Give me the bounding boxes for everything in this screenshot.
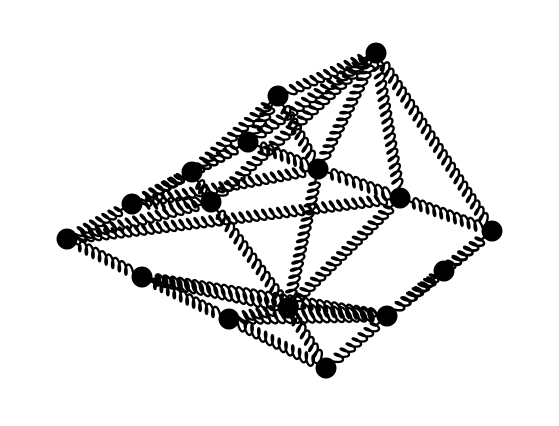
mass-m2 — [267, 85, 289, 107]
mass-m5 — [307, 158, 329, 180]
spring-m7-m9 — [65, 200, 213, 242]
spring-m9-m12 — [65, 237, 144, 279]
spring-m8-m11 — [286, 196, 402, 310]
spring-m1-m10 — [374, 51, 494, 233]
mass-m6 — [121, 193, 143, 215]
mass-m11 — [277, 297, 299, 319]
mass-m9 — [56, 228, 78, 250]
mass-m4 — [181, 161, 203, 183]
spring-m12-m14 — [140, 273, 389, 320]
springs-layer — [65, 51, 494, 370]
spring-m7-m11 — [209, 200, 290, 310]
mass-m14 — [376, 305, 398, 327]
mass-m12 — [131, 266, 153, 288]
spring-m15-m16 — [227, 317, 328, 370]
spring-m8-m10 — [398, 196, 494, 233]
spring-m1-m8 — [372, 51, 404, 200]
spring-m5-m11 — [285, 167, 321, 310]
spring-m1-m5 — [316, 51, 378, 171]
spring-m5-m6 — [130, 165, 320, 208]
spring-m6-m7 — [130, 196, 213, 210]
mass-m7 — [200, 191, 222, 213]
spring-m6-m9 — [65, 202, 134, 241]
spring-m2-m5 — [276, 94, 320, 171]
spring-m12-m17 — [140, 275, 231, 321]
spring-m11-m15 — [286, 306, 328, 370]
mass-m10 — [481, 220, 503, 242]
mass-m3 — [237, 131, 259, 153]
spring-m5-m8 — [316, 167, 402, 200]
spring-m14-m15 — [324, 314, 389, 370]
masses-layer — [56, 42, 503, 379]
spring-m14-m16 — [227, 309, 389, 326]
mass-m8 — [389, 187, 411, 209]
spring-m8-m9 — [65, 193, 402, 244]
spring-m13-m14 — [385, 269, 446, 318]
mass-m15 — [315, 357, 337, 379]
spring-m1-m3 — [246, 51, 378, 144]
mass-m1 — [365, 42, 387, 64]
mass-m16 — [218, 308, 240, 330]
mass-m13 — [433, 260, 455, 282]
spring-m3-m5 — [246, 140, 320, 171]
